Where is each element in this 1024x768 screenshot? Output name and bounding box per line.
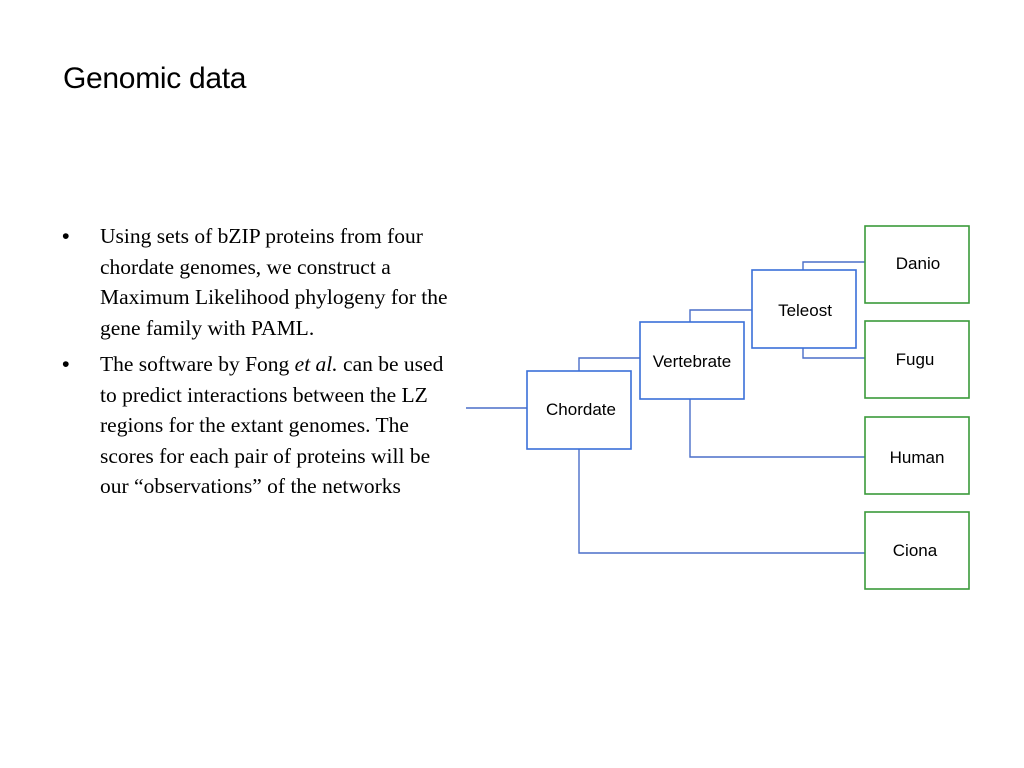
node-chordate: Chordate <box>526 370 632 450</box>
edge-vertebrate-human <box>689 399 865 458</box>
bullet-text-start: The software by Fong <box>100 352 295 376</box>
bullet-marker: • <box>62 352 70 376</box>
edge-teleost-fugu <box>802 348 865 359</box>
edge-chordate-ciona <box>578 449 865 554</box>
leaf-ciona-label: Ciona <box>893 541 938 560</box>
leaf-danio: Danio <box>864 225 970 304</box>
node-vertebrate-label: Vertebrate <box>653 352 731 371</box>
leaf-fugu-label: Fugu <box>896 350 935 369</box>
slide-title: Genomic data <box>63 62 247 95</box>
leaf-fugu: Fugu <box>864 320 970 399</box>
leaf-danio-label: Danio <box>896 254 940 273</box>
bullet-list: • Using sets of bZIP proteins from four … <box>62 221 462 508</box>
leaf-human: Human <box>864 416 970 495</box>
node-teleost: Teleost <box>751 269 857 349</box>
bullet-marker: • <box>62 224 70 248</box>
edge-chordate-vertebrate <box>578 357 640 371</box>
node-chordate-label: Chordate <box>546 400 616 419</box>
node-vertebrate: Vertebrate <box>639 321 745 400</box>
bullet-text-italic: et al. <box>294 352 338 376</box>
bullet-text: Using sets of bZIP proteins from four ch… <box>100 224 448 340</box>
bullet-item: • The software by Fong et al. can be use… <box>62 349 462 502</box>
leaf-human-label: Human <box>890 448 945 467</box>
bullet-text-end: can be used to predict interactions betw… <box>100 352 444 498</box>
edge-vertebrate-teleost <box>689 309 752 322</box>
bullet-item: • Using sets of bZIP proteins from four … <box>62 221 462 343</box>
edge-teleost-danio <box>802 261 865 270</box>
leaf-ciona: Ciona <box>864 511 970 590</box>
node-teleost-label: Teleost <box>778 301 832 320</box>
